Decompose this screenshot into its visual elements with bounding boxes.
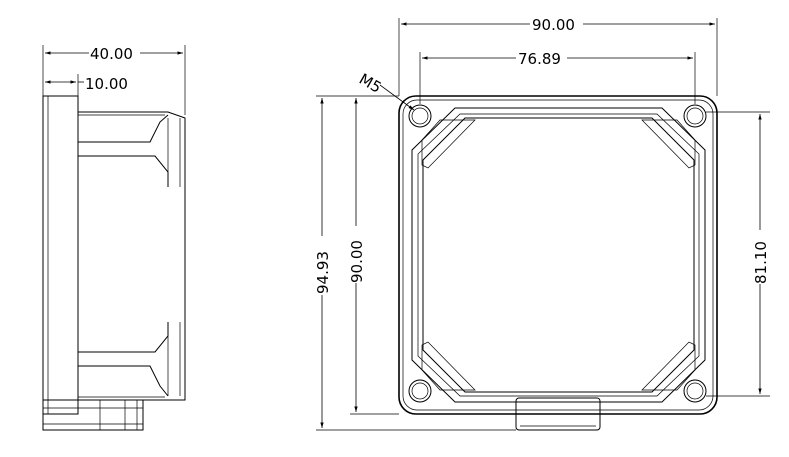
front-body: [398, 95, 718, 431]
dimension-side-width: 40.00: [42, 45, 186, 115]
mounting-hole-bottom-right: [683, 379, 707, 403]
front-view: M5 90.00 76.89 81.10: [314, 16, 770, 431]
mounting-holes: [408, 104, 707, 403]
side-body: [42, 95, 186, 431]
mounting-hole-bottom-left: [408, 379, 432, 403]
dim-overall-height-label: 94.93: [314, 251, 332, 294]
mounting-hole-top-left: [408, 104, 432, 128]
dimension-overall-height: 94.93: [314, 95, 516, 431]
mounting-hole-top-right: [683, 104, 707, 128]
dim-hole-spacing-horizontal-label: 76.89: [518, 50, 561, 68]
dimension-hole-spacing-horizontal: 76.89: [419, 50, 696, 104]
dim-front-width-label: 90.00: [532, 16, 575, 34]
dimension-front-width: 90.00: [398, 16, 718, 96]
dim-body-height-label: 90.00: [348, 240, 366, 283]
dimension-hole-spacing-vertical: 81.10: [706, 111, 770, 397]
dimension-flange-width: 10.00: [45, 74, 128, 96]
side-view: 40.00 10.00: [42, 45, 186, 431]
thread-callout-label: M5: [356, 70, 384, 97]
thread-callout: M5: [356, 70, 415, 111]
dim-flange-width-label: 10.00: [85, 75, 128, 93]
dim-hole-spacing-vertical-label: 81.10: [752, 241, 770, 284]
dim-side-width-label: 40.00: [90, 45, 133, 63]
dimension-body-height: 90.00: [348, 95, 399, 415]
